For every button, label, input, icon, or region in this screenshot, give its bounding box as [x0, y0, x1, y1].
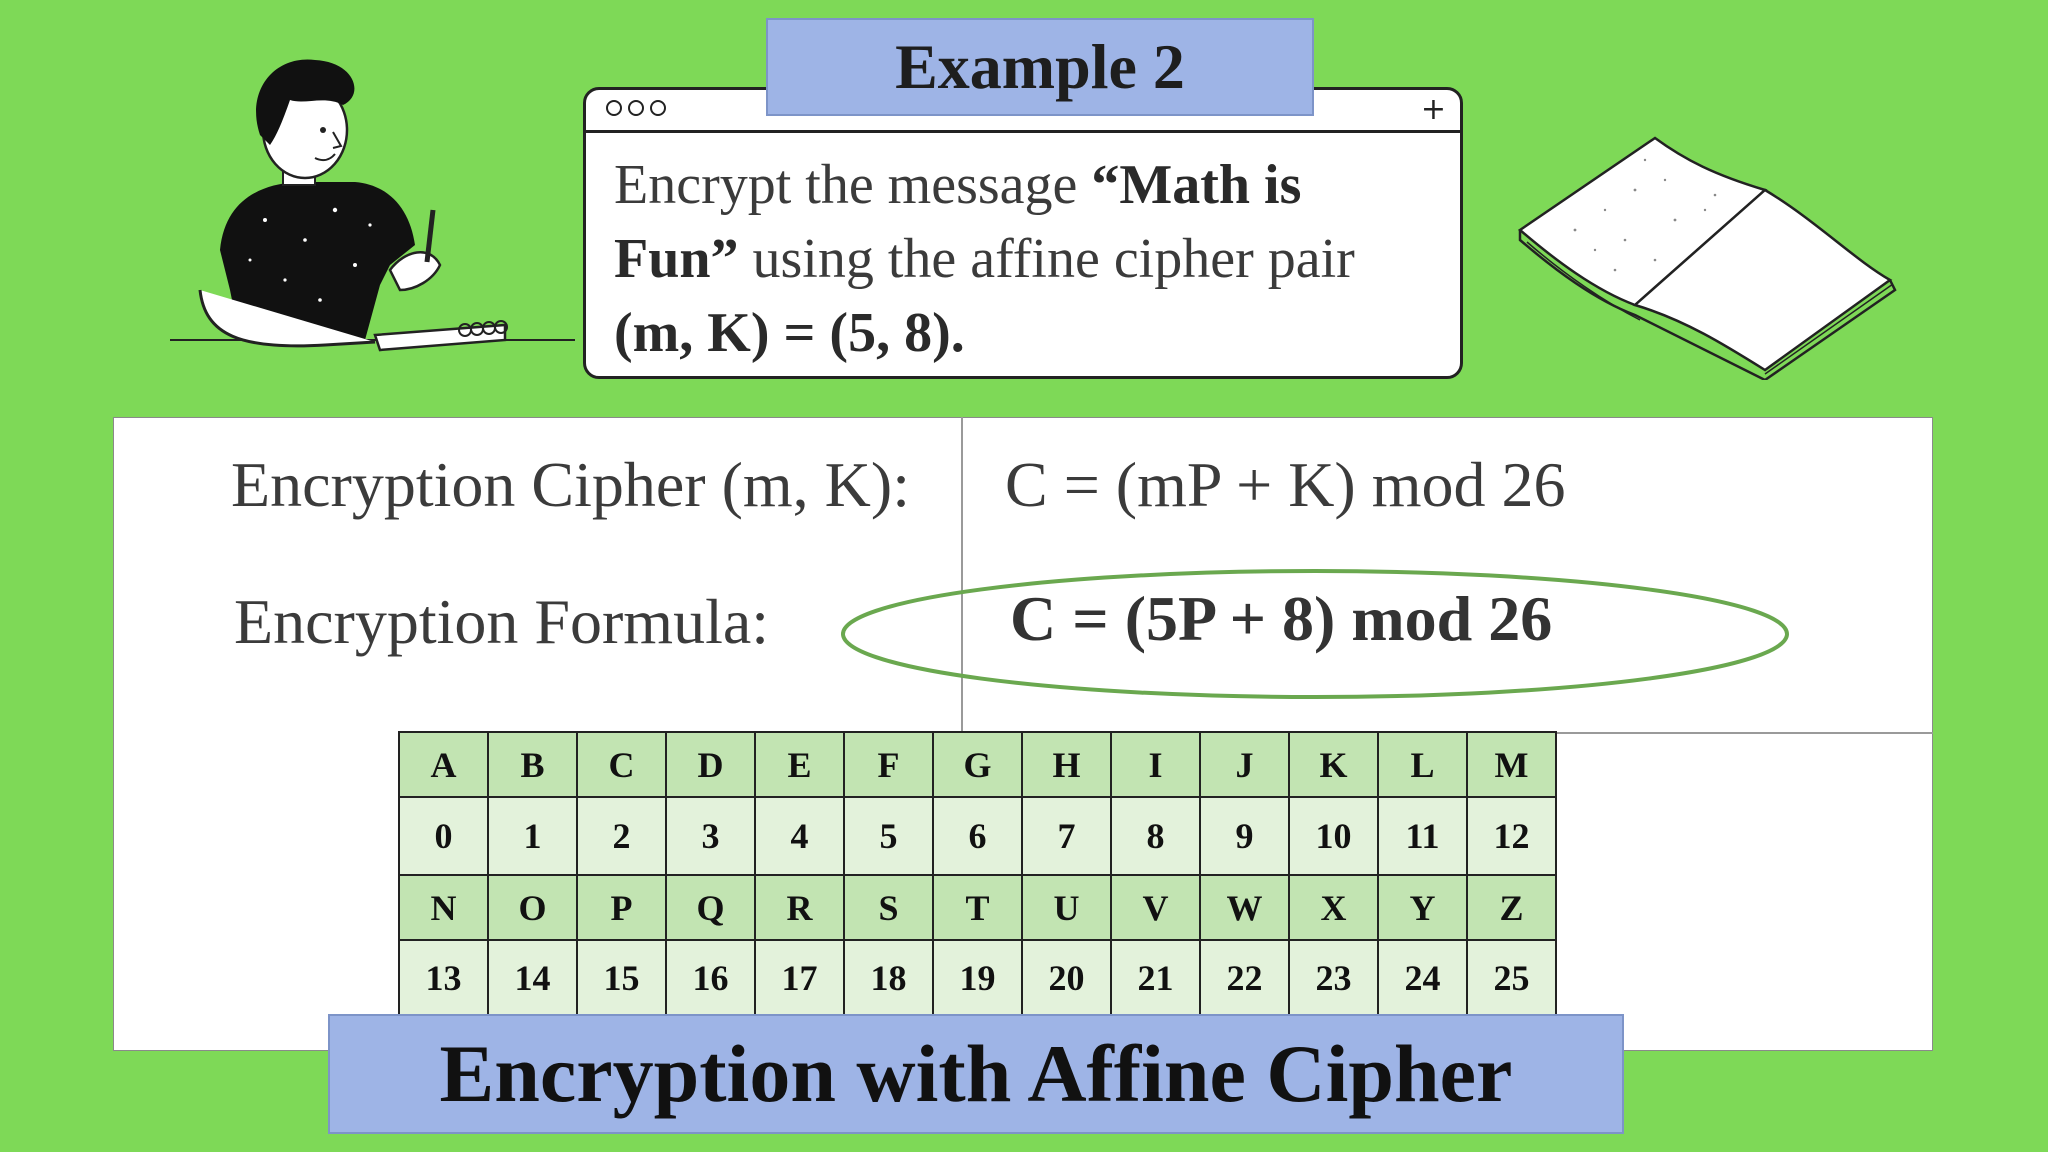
number-cell: 4 — [754, 796, 845, 876]
formula-expression: C = (5P + 8) mod 26 — [1010, 583, 1553, 654]
letter-cell: I — [1110, 731, 1201, 798]
letter-cell: J — [1199, 731, 1290, 798]
letter-cell: K — [1288, 731, 1379, 798]
letter-cell: F — [843, 731, 934, 798]
window-dot-icon — [650, 100, 666, 116]
letter-cell: B — [487, 731, 578, 798]
number-cell: 17 — [754, 939, 845, 1017]
cipher-expression: C = (mP + K) mod 26 — [1005, 449, 1566, 520]
number-cell: 5 — [843, 796, 934, 876]
letter-cell: C — [576, 731, 667, 798]
number-cell: 6 — [932, 796, 1023, 876]
letter-cell: D — [665, 731, 756, 798]
plus-icon[interactable]: + — [1420, 92, 1446, 127]
panel-divider — [961, 417, 963, 1013]
letter-cell: A — [398, 731, 489, 798]
letter-cell: Z — [1466, 874, 1557, 941]
example-window: + Encrypt the message “Math is Fun” usin… — [583, 87, 1463, 379]
cipher-label: Encryption Cipher (m, K): — [231, 449, 910, 520]
formula-label: Encryption Formula: — [234, 586, 770, 657]
number-cell: 22 — [1199, 939, 1290, 1017]
letter-cell: N — [398, 874, 489, 941]
number-cell: 3 — [665, 796, 756, 876]
number-cell: 24 — [1377, 939, 1468, 1017]
letter-cell: W — [1199, 874, 1290, 941]
letter-cell: T — [932, 874, 1023, 941]
number-cell: 8 — [1110, 796, 1201, 876]
letter-cell: L — [1377, 731, 1468, 798]
example-label: Example 2 — [766, 18, 1314, 116]
number-cell: 21 — [1110, 939, 1201, 1017]
letter-cell: M — [1466, 731, 1557, 798]
window-dot-icon — [606, 100, 622, 116]
number-cell: 18 — [843, 939, 934, 1017]
page-title-banner: Encryption with Affine Cipher — [328, 1014, 1624, 1134]
example-prompt: Encrypt the message “Math is Fun” using … — [614, 148, 1434, 370]
number-cell: 11 — [1377, 796, 1468, 876]
prompt-key-pair: (m, K) = (5, 8). — [614, 302, 965, 364]
letter-cell: H — [1021, 731, 1112, 798]
letter-cell: U — [1021, 874, 1112, 941]
prompt-message: “Math is Fun” — [614, 154, 1302, 290]
number-cell: 20 — [1021, 939, 1112, 1017]
letter-cell: O — [487, 874, 578, 941]
student-illustration — [170, 59, 575, 352]
window-titlebar: + — [586, 90, 1460, 133]
number-cell: 16 — [665, 939, 756, 1017]
letter-cell: R — [754, 874, 845, 941]
number-cell: 13 — [398, 939, 489, 1017]
number-cell: 19 — [932, 939, 1023, 1017]
prompt-cipher-text: using the affine cipher pair — [738, 228, 1355, 290]
number-cell: 25 — [1466, 939, 1557, 1017]
letter-cell: S — [843, 874, 934, 941]
number-cell: 1 — [487, 796, 578, 876]
letter-cell: E — [754, 731, 845, 798]
number-cell: 10 — [1288, 796, 1379, 876]
letter-cell: P — [576, 874, 667, 941]
number-cell: 0 — [398, 796, 489, 876]
number-cell: 12 — [1466, 796, 1557, 876]
letter-cell: Q — [665, 874, 756, 941]
number-cell: 15 — [576, 939, 667, 1017]
open-book-illustration — [1517, 136, 1897, 380]
letter-cell: Y — [1377, 874, 1468, 941]
prompt-intro: Encrypt the message — [614, 154, 1092, 216]
window-dot-icon — [628, 100, 644, 116]
letter-cell: G — [932, 731, 1023, 798]
number-cell: 2 — [576, 796, 667, 876]
number-cell: 7 — [1021, 796, 1112, 876]
letter-cell: V — [1110, 874, 1201, 941]
number-cell: 9 — [1199, 796, 1290, 876]
highlight-ellipse — [841, 569, 1789, 699]
number-cell: 23 — [1288, 939, 1379, 1017]
letter-cell: X — [1288, 874, 1379, 941]
number-cell: 14 — [487, 939, 578, 1017]
